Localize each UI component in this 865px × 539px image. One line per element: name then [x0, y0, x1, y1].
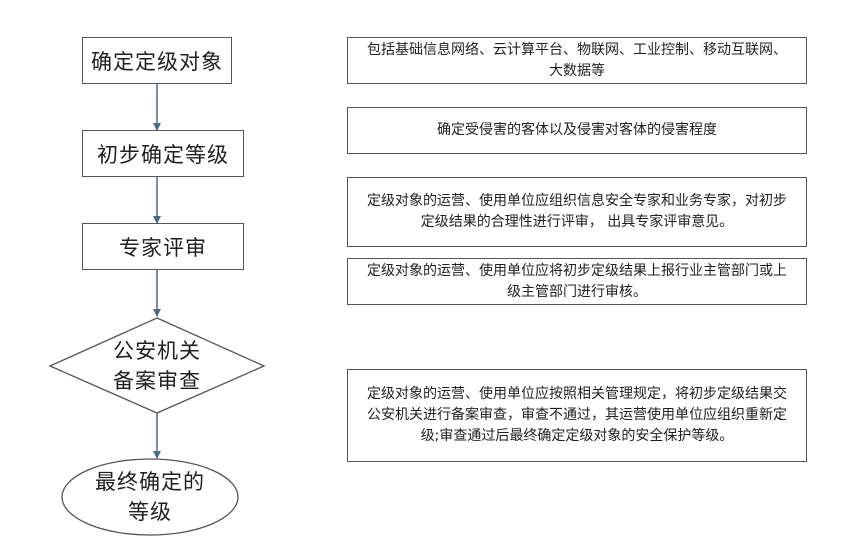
step-preliminary-grade-label: 初步确定等级: [97, 142, 229, 167]
note-harm-object-text: 确定受侵害的客体以及侵害对客体的侵害程度: [437, 122, 717, 138]
step-preliminary-grade: 初步确定等级: [82, 130, 244, 177]
step-determine-object: 确定定级对象: [82, 37, 232, 84]
step-determine-object-label: 确定定级对象: [91, 49, 223, 74]
terminal-label: 最终确定的 等级: [75, 467, 225, 527]
note-police-filing: 定级对象的运营、使用单位应按照相关管理规定，将初步定级结果交公安机关进行备案审查…: [347, 369, 807, 462]
decision-label-line1: 公安机关: [113, 339, 201, 363]
note-authority-audit-text: 定级对象的运营、使用单位应将初步定级结果上报行业主管部门或上级主管部门进行审核。: [367, 262, 787, 300]
note-harm-object: 确定受侵害的客体以及侵害对客体的侵害程度: [347, 107, 807, 154]
note-authority-audit: 定级对象的运营、使用单位应将初步定级结果上报行业主管部门或上级主管部门进行审核。: [347, 258, 807, 305]
terminal-label-line1: 最终确定的: [95, 470, 205, 494]
step-expert-review: 专家评审: [82, 223, 244, 270]
decision-label: 公安机关 备案审查: [87, 336, 227, 396]
decision-diamond: [48, 317, 266, 414]
decision-label-line2: 备案审查: [113, 369, 201, 393]
note-object-scope: 包括基础信息网络、云计算平台、物联网、工业控制、移动互联网、大数据等: [347, 37, 807, 84]
note-expert-review-text: 定级对象的运营、使用单位应组织信息安全专家和业务专家，对初步定级结果的合理性进行…: [367, 193, 787, 230]
terminal-ellipse: [61, 458, 239, 536]
note-expert-review: 定级对象的运营、使用单位应组织信息安全专家和业务专家，对初步定级结果的合理性进行…: [347, 177, 807, 247]
step-expert-review-label: 专家评审: [119, 235, 207, 260]
note-police-filing-text: 定级对象的运营、使用单位应按照相关管理规定，将初步定级结果交公安机关进行备案审查…: [367, 386, 787, 444]
terminal-label-line2: 等级: [128, 500, 172, 524]
note-object-scope-text: 包括基础信息网络、云计算平台、物联网、工业控制、移动互联网、大数据等: [367, 41, 787, 79]
